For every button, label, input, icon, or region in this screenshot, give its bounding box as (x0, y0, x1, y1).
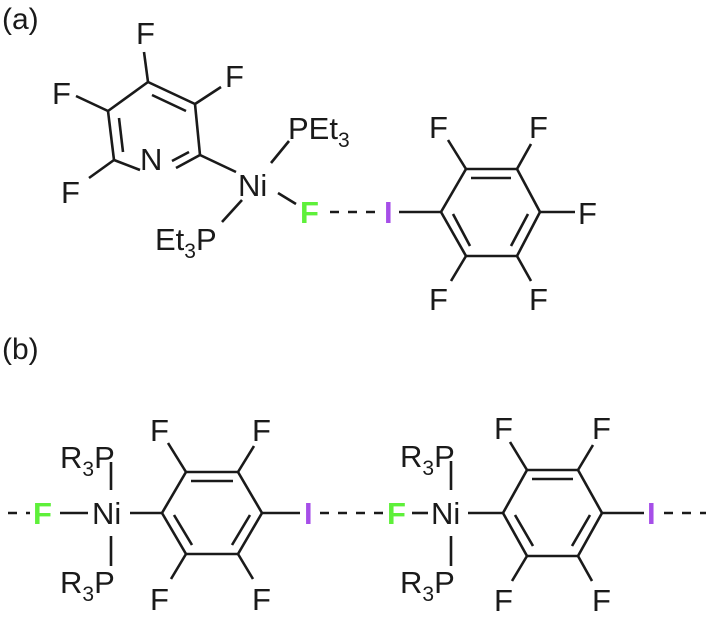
pyridine-fluorine-4: F (136, 16, 155, 51)
phosphine-top: R3P (60, 440, 115, 481)
arene-fluorine: F (592, 583, 611, 618)
nickel-fluoride-atom: F (33, 496, 52, 531)
arene-fluorine-para: F (578, 196, 597, 231)
arene-fluorine: F (150, 582, 169, 617)
repeat-unit-1: F Ni R3P R3P F F F F I (33, 413, 313, 617)
pyridine-fluorine-5: F (52, 76, 71, 111)
arene-fluorine-ortho-bottom: F (429, 282, 448, 317)
pentafluorophenyl-ring (439, 167, 542, 258)
arene-fluorine-meta-bottom: F (529, 282, 548, 317)
arene-fluorine: F (494, 583, 513, 618)
nickel-fluoride-atom: F (300, 195, 319, 230)
phosphine-bottom: R3P (60, 565, 115, 606)
arene-fluorine: F (592, 411, 611, 446)
arene-fluorine: F (150, 413, 169, 448)
arene-fluorine: F (494, 411, 513, 446)
nickel-fluoride-atom: F (387, 496, 406, 531)
pyridine-fluorine-3: F (225, 59, 244, 94)
pyridine-ring (106, 80, 202, 172)
nickel-atom: Ni (431, 496, 460, 531)
phosphine-bottom: R3P (400, 565, 455, 606)
nickel-atom: Ni (238, 168, 267, 203)
pyridine-nitrogen: N (140, 142, 162, 177)
triethylphosphine-top: PEt3 (288, 111, 350, 152)
arene-fluorine-meta-top: F (529, 110, 548, 145)
nickel-atom: Ni (92, 496, 121, 531)
panel-label-a: (a) (2, 3, 39, 36)
phosphine-top: R3P (400, 439, 455, 480)
panel-b: (b) F Ni R3P R3P F F (2, 333, 706, 618)
panel-label-b: (b) (2, 333, 39, 366)
triethylphosphine-bottom: Et3P (155, 222, 217, 263)
iodine-atom: I (647, 496, 656, 531)
repeat-unit-2: F Ni R3P R3P F F F F I (387, 411, 656, 618)
iodine-atom: I (384, 195, 393, 230)
pyridine-fluorine-6: F (61, 175, 80, 210)
arene-fluorine-ortho-top: F (429, 110, 448, 145)
arene-fluorine: F (252, 582, 271, 617)
iodine-atom: I (304, 496, 313, 531)
arene-fluorine: F (252, 413, 271, 448)
panel-a: (a) N F F F F Ni PEt3 Et3P (2, 3, 597, 317)
